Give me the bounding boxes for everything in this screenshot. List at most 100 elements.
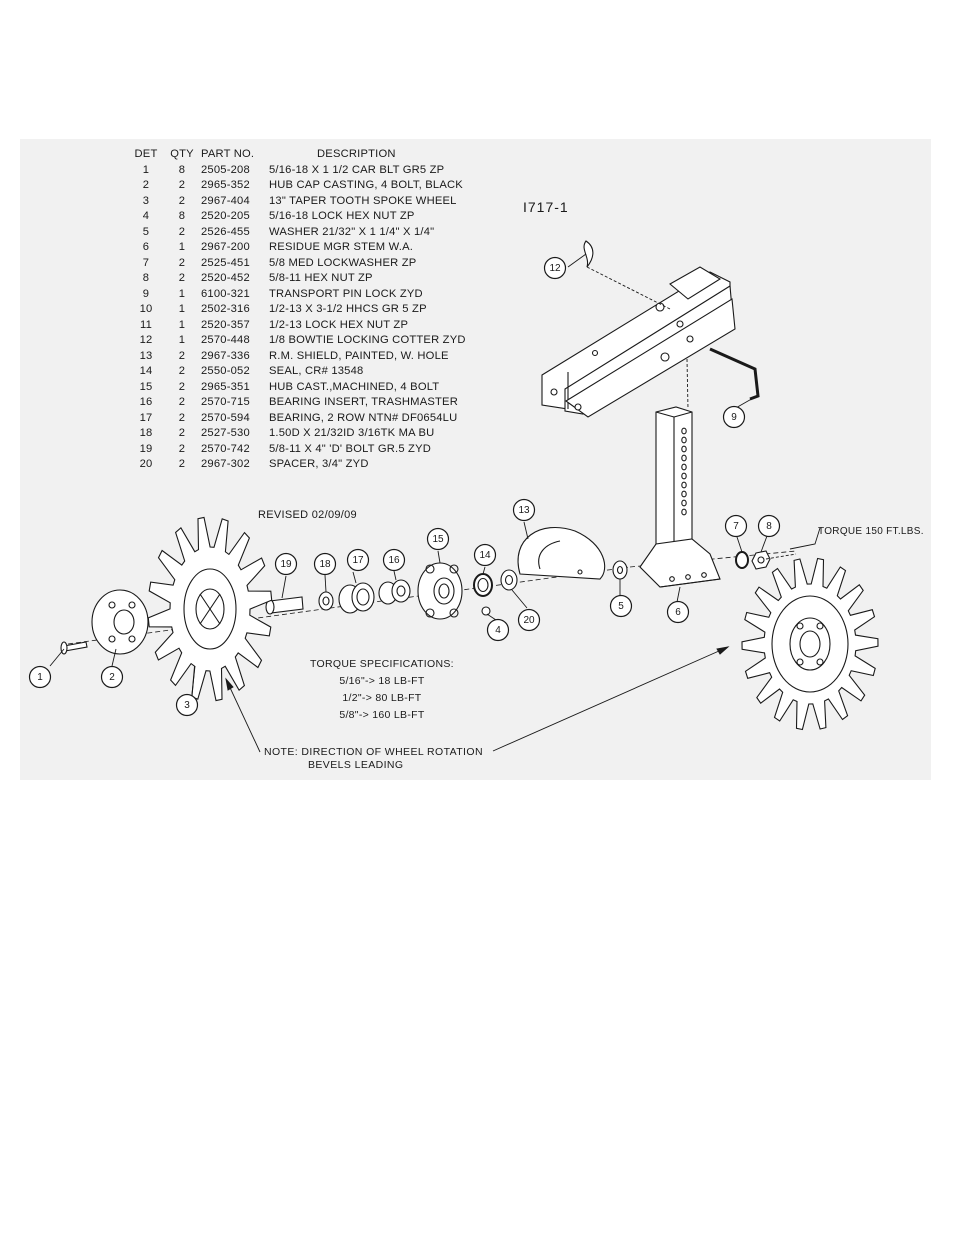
- cell-description: TRANSPORT PIN LOCK ZYD: [269, 287, 423, 300]
- cell-part-no: 2570-448: [201, 334, 250, 346]
- callout-6: 6: [666, 600, 690, 624]
- cell-part-no: 2965-351: [201, 380, 250, 393]
- cell-det: 10: [139, 303, 153, 315]
- cell-det: 16: [139, 396, 153, 408]
- hub-cap: [91, 589, 149, 655]
- callout-number: 7: [733, 521, 739, 532]
- torque-spec-line: 5/16"-> 18 LB-FT: [339, 675, 425, 687]
- cell-det: 19: [139, 442, 153, 455]
- cell-qty: 2: [178, 427, 186, 439]
- bearing-insert: [378, 579, 411, 605]
- cell-det: 17: [139, 411, 153, 424]
- torque-specifications: TORQUE SPECIFICATIONS: 5/16"-> 18 LB-FT …: [310, 656, 454, 724]
- callout-circle: [486, 618, 510, 642]
- callout-circle: [382, 548, 406, 572]
- cell-description: 5/8 MED LOCKWASHER ZP: [269, 256, 417, 269]
- callout-number: 8: [766, 521, 772, 532]
- cell-part-no: 2525-451: [201, 256, 250, 269]
- callout-number: 1: [37, 672, 43, 683]
- shield: [517, 526, 606, 580]
- cell-qty: 2: [178, 256, 186, 269]
- stem-adjustment-hole: [681, 508, 687, 516]
- torque-spec-title: TORQUE SPECIFICATIONS:: [310, 658, 454, 670]
- d-bolt: [265, 596, 304, 615]
- rotation-note-line-2: BEVELS LEADING: [308, 758, 404, 771]
- callout-3: 3: [175, 693, 199, 717]
- callout-circle: [473, 543, 497, 567]
- cell-description: R.M. SHIELD, PAINTED, W. HOLE: [269, 349, 449, 362]
- cell-det: 9: [142, 287, 150, 300]
- callout-number: 15: [432, 534, 444, 545]
- hex-nut-bore: [757, 556, 765, 564]
- callout-number: 6: [675, 607, 681, 618]
- callout-circle: [722, 405, 746, 429]
- cell-description: HUB CAP CASTING, 4 BOLT, BLACK: [269, 179, 463, 191]
- callout-number: 18: [319, 559, 331, 570]
- stem-adjustment-hole: [681, 499, 687, 507]
- cell-det: 13: [139, 349, 153, 362]
- cell-description: BEARING, 2 ROW NTN# DF0654LU: [269, 411, 458, 424]
- callout-4: 4: [486, 618, 510, 642]
- callout-number: 20: [523, 615, 535, 626]
- cell-description: 5/8-11 X 4" 'D' BOLT GR.5 ZYD: [269, 442, 432, 455]
- stem-adjustment-hole: [681, 472, 687, 480]
- callout-circle: [175, 693, 199, 717]
- callout-13: 13: [512, 498, 536, 522]
- cell-description: 5/8-11 HEX NUT ZP: [269, 272, 373, 284]
- cell-part-no: 2967-404: [201, 194, 250, 207]
- cell-description: HUB CAST.,MACHINED, 4 BOLT: [269, 380, 440, 393]
- cell-description: 5/16-18 LOCK HEX NUT ZP: [269, 210, 415, 222]
- callout-circle: [28, 665, 52, 689]
- callout-circle: [666, 600, 690, 624]
- cell-det: 14: [139, 365, 153, 377]
- torque-spec-line: 1/2"-> 80 LB-FT: [342, 692, 422, 704]
- callout-circle: [313, 552, 337, 576]
- callout-circle: [426, 527, 450, 551]
- callout-number: 13: [518, 505, 530, 516]
- cell-det: 2: [142, 179, 150, 191]
- callout-number: 2: [109, 672, 115, 683]
- drawing-number: I717-1: [523, 199, 569, 215]
- cell-det: 18: [139, 427, 153, 439]
- cell-qty: 8: [178, 210, 186, 222]
- cell-det: 12: [139, 334, 153, 346]
- rotation-note: NOTE: DIRECTION OF WHEEL ROTATION BEVELS…: [264, 746, 483, 771]
- cell-qty: 1: [178, 318, 186, 331]
- bearing: [338, 582, 375, 614]
- cell-part-no: 2570-742: [201, 442, 250, 455]
- shield-hole: [577, 569, 583, 575]
- stem-adjustment-hole: [681, 481, 687, 489]
- cell-description: 5/16-18 X 1 1/2 CAR BLT GR5 ZP: [269, 163, 445, 176]
- callout-circle: [543, 256, 567, 280]
- cell-description: 1/2-13 LOCK HEX NUT ZP: [269, 318, 409, 331]
- cell-part-no: 2502-316: [201, 303, 250, 315]
- header-description: DESCRIPTION: [317, 148, 396, 160]
- right-spoke-wheel: [741, 557, 879, 731]
- cell-part-no: 2520-452: [201, 272, 250, 284]
- stem-adjustment-hole: [681, 436, 687, 444]
- cell-det: 20: [139, 458, 153, 470]
- cell-part-no: 2570-594: [201, 411, 250, 424]
- transport-pin: [709, 347, 760, 401]
- callout-9: 9: [722, 405, 746, 429]
- cell-qty: 2: [178, 458, 186, 470]
- cell-qty: 1: [178, 287, 186, 300]
- callout-5: 5: [609, 594, 633, 618]
- stem-bracket-arms: [541, 266, 736, 418]
- callout-8: 8: [757, 514, 781, 538]
- callout-19: 19: [274, 552, 298, 576]
- cell-part-no: 2520-357: [201, 318, 250, 331]
- callout-14: 14: [473, 543, 497, 567]
- callout-20: 20: [517, 608, 541, 632]
- callout-number: 5: [618, 601, 624, 612]
- cell-det: 11: [139, 318, 152, 331]
- rotation-note-line-1: NOTE: DIRECTION OF WHEEL ROTATION: [264, 746, 483, 758]
- stem-adjustment-hole: [681, 463, 687, 471]
- cell-qty: 2: [178, 225, 186, 238]
- cell-part-no: 2520-205: [201, 210, 250, 222]
